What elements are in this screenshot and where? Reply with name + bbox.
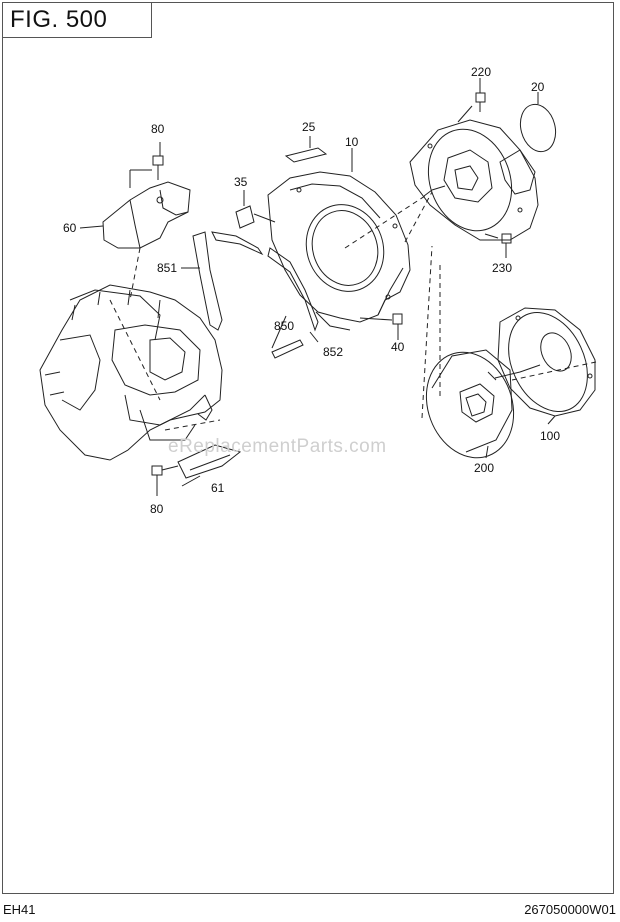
part-60-bracket: [102, 181, 191, 249]
callout-850: 850: [274, 319, 294, 333]
alignment-lines: [109, 191, 597, 431]
engine-block: [39, 284, 223, 461]
callout-10: 10: [345, 135, 359, 149]
callout-leaders: [79, 225, 399, 487]
exploded-view-drawing: 80 60 35 25 10 220 20 230 851 850 852 40…: [39, 65, 597, 516]
callout-25: 25: [302, 120, 316, 134]
part-850-seal: [211, 231, 304, 359]
part-25-label: [284, 136, 328, 163]
callout-35: 35: [234, 175, 248, 189]
callout-100: 100: [540, 429, 560, 443]
part-851-seal: [192, 231, 223, 331]
part-starter-assembly: [409, 119, 539, 241]
page-border: [2, 2, 614, 894]
part-35-plate: [235, 190, 276, 229]
part-61-guide: [177, 444, 242, 479]
part-40-bolt: [359, 313, 403, 336]
part-100-fan-cover: [487, 307, 596, 425]
document-number: 267050000W01: [524, 902, 616, 917]
watermark: eReplacementParts.com: [168, 436, 387, 457]
part-20-cap: [519, 92, 557, 153]
callout-60: 60: [63, 221, 77, 235]
callout-200: 200: [474, 461, 494, 475]
callout-20: 20: [531, 80, 545, 94]
callout-851: 851: [157, 261, 177, 275]
callout-61: 61: [211, 481, 225, 495]
part-852-seal: [267, 247, 319, 332]
callout-852: 852: [323, 345, 343, 359]
part-230-bolt: [484, 233, 512, 258]
callout-80-top: 80: [151, 122, 165, 136]
part-220-bolt: [457, 78, 486, 123]
part-200-pulley: [425, 349, 515, 459]
callout-80-bottom: 80: [150, 502, 164, 516]
model-number: EH41: [3, 902, 36, 917]
callout-220: 220: [471, 65, 491, 79]
callout-40: 40: [391, 340, 405, 354]
figure-label: FIG. 500: [2, 2, 152, 38]
part-10-blower-housing: [267, 148, 411, 331]
part-80-bolt-bottom: [151, 465, 179, 496]
callout-230: 230: [492, 261, 512, 275]
part-80-bolt-top: [129, 142, 164, 188]
